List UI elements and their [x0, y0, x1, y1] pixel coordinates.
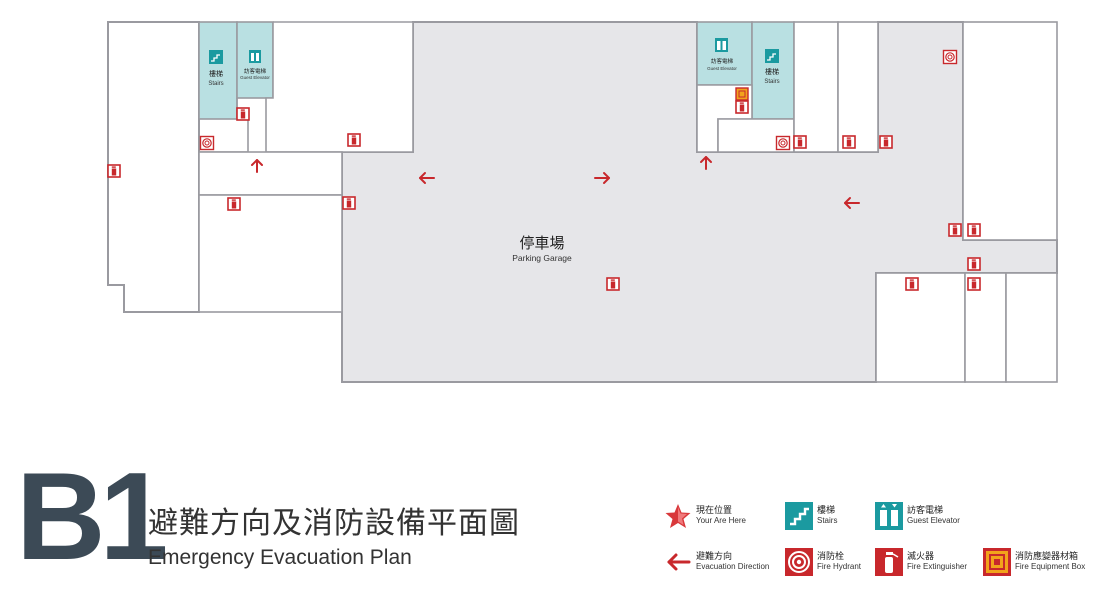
- stairs-icon: [785, 502, 813, 530]
- parking-garage-label-zh: 停車場: [519, 234, 564, 252]
- elevator-icon: [715, 38, 728, 52]
- fire-hydrant-icon: [942, 49, 958, 65]
- evacuation-arrow-left-icon: [419, 172, 435, 184]
- legend-item-fire-hydrant: 消防栓 Fire Hydrant: [785, 548, 861, 576]
- stairs-label-right-zh: 樓梯: [765, 67, 779, 76]
- stairs-right: [751, 21, 795, 120]
- stairs-label-left-zh: 樓梯: [209, 69, 223, 78]
- floor-plan: 樓梯 Stairs 訪客電梯 Guest Elevator 訪客電梯 Guest…: [107, 21, 1058, 383]
- legend-zh: 消防栓: [817, 552, 845, 562]
- stairs-label-left-en: Stairs: [208, 81, 223, 87]
- plan-header: B1 避難方向及消防設備平面圖 Emergency Evacuation Pla…: [0, 450, 1095, 610]
- stairs-icon: [209, 50, 223, 64]
- legend-zh: 現在位置: [696, 506, 733, 516]
- stairs-icon: [765, 49, 779, 63]
- arrow-left-icon: [667, 553, 691, 571]
- elevator-icon: [875, 502, 903, 530]
- fire-equipment-box-icon: [735, 87, 749, 101]
- fire-extinguisher-icon: [342, 196, 356, 210]
- legend-item-guest-elevator: 訪客電梯 Guest Elevator: [875, 502, 960, 530]
- fire-hydrant-icon: [199, 135, 215, 151]
- elevator-label-right-en: Guest Elevator: [707, 66, 737, 71]
- legend-en: Guest Elevator: [907, 516, 960, 525]
- elevator-icon: [249, 50, 261, 63]
- legend-item-you-are-here: 現在位置 Your Are Here: [664, 502, 746, 530]
- legend-en: Your Are Here: [696, 516, 746, 525]
- legend-item-fire-equipment-box: 消防應變器材箱 Fire Equipment Box: [983, 548, 1085, 576]
- evacuation-arrow-up-icon: [700, 156, 712, 170]
- elevator-label-left-zh: 訪客電梯: [244, 67, 267, 75]
- fire-hydrant-icon: [785, 548, 813, 576]
- fire-extinguisher-icon: [948, 223, 962, 237]
- fire-extinguisher-icon: [347, 133, 361, 147]
- fire-extinguisher-icon: [735, 100, 749, 114]
- legend-item-evacuation-direction: 避難方向 Evacuation Direction: [664, 548, 769, 576]
- fire-extinguisher-icon: [793, 135, 807, 149]
- legend-zh: 消防應變器材箱: [1015, 552, 1079, 562]
- elevator-right: [696, 21, 753, 86]
- fire-extinguisher-icon: [905, 277, 919, 291]
- fire-extinguisher-icon: [879, 135, 893, 149]
- plan-title-zh: 避難方向及消防設備平面圖: [148, 506, 520, 541]
- legend-zh: 樓梯: [817, 506, 836, 516]
- fire-extinguisher-icon: [967, 223, 981, 237]
- floor-code: B1: [16, 448, 168, 586]
- evacuation-arrow-up-icon: [251, 159, 263, 173]
- fire-equipment-box-icon: [983, 548, 1011, 576]
- fire-extinguisher-icon: [967, 277, 981, 291]
- legend-en: Fire Extinguisher: [907, 562, 968, 571]
- legend-en: Fire Hydrant: [817, 562, 862, 571]
- legend-item-fire-extinguisher: 滅火器 Fire Extinguisher: [875, 548, 967, 576]
- legend-en: Evacuation Direction: [696, 562, 770, 571]
- legend-en: Fire Equipment Box: [1015, 562, 1086, 571]
- fire-extinguisher-icon: [606, 277, 620, 291]
- stairs-label-right-en: Stairs: [764, 79, 779, 85]
- legend-en: Stairs: [817, 516, 838, 525]
- fire-extinguisher-icon: [875, 548, 903, 576]
- elevator-label-left-en: Guest Elevator: [240, 75, 270, 80]
- fire-extinguisher-icon: [107, 164, 121, 178]
- evacuation-arrow-right-icon: [594, 172, 610, 184]
- legend-zh: 滅火器: [907, 552, 935, 562]
- fire-extinguisher-icon: [227, 197, 241, 211]
- legend-zh: 訪客電梯: [907, 506, 944, 516]
- fire-hydrant-icon: [775, 135, 791, 151]
- stairs-left: [198, 21, 238, 120]
- evacuation-arrow-left-icon: [844, 197, 860, 209]
- legend-zh: 避難方向: [696, 552, 733, 562]
- fire-extinguisher-icon: [967, 257, 981, 271]
- elevator-label-right-zh: 訪客電梯: [711, 57, 734, 65]
- parking-garage-label-en: Parking Garage: [512, 253, 572, 263]
- fire-extinguisher-icon: [236, 107, 250, 121]
- fire-extinguisher-icon: [842, 135, 856, 149]
- star-icon: [665, 504, 691, 528]
- plan-title-en: Emergency Evacuation Plan: [148, 546, 412, 569]
- legend-item-stairs: 樓梯 Stairs: [785, 502, 837, 530]
